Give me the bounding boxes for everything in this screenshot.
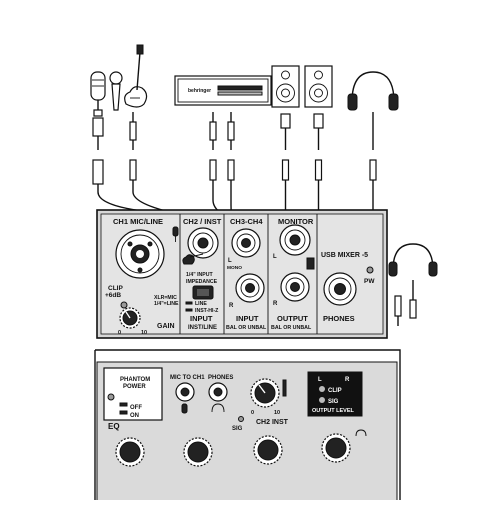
meter-clip-led — [319, 386, 325, 392]
rack-brand: behringer — [188, 88, 211, 94]
monitor-left-label: L — [273, 254, 277, 260]
eq-label: EQ — [108, 422, 120, 431]
cable-headphones-right — [394, 280, 417, 326]
guitar-small-icon — [182, 253, 204, 265]
impedance-label-1: 1/4" INPUT — [186, 272, 214, 278]
impedance-switch[interactable] — [192, 285, 214, 300]
output-level-meter — [307, 371, 363, 417]
speaker-symbol-icon — [306, 257, 315, 270]
output-level-knob[interactable] — [321, 433, 351, 463]
on-label: ON — [130, 413, 139, 419]
phantom-label-1: PHANTOM — [120, 377, 150, 383]
mic-to-ch1-jack[interactable] — [175, 382, 195, 402]
mic-small-icon — [181, 403, 188, 414]
inst-hiz-label: INST-HI-Z — [195, 308, 219, 314]
gain-knob[interactable] — [119, 307, 141, 329]
phantom-power-block — [103, 367, 163, 421]
ch2-title: CH2 / INST — [183, 217, 222, 226]
ch2-knob-marker-icon — [282, 379, 287, 397]
phantom-label-2: POWER — [123, 384, 146, 390]
off-label: OFF — [130, 405, 142, 411]
on-marker-icon — [119, 410, 128, 415]
monitor-out-right-jack[interactable] — [280, 272, 310, 302]
inst-marker-icon — [185, 308, 193, 312]
power-led — [366, 266, 374, 274]
cable-xlr-mic — [92, 117, 151, 225]
meter-clip-label: CLIP — [328, 388, 342, 394]
monitor-speaker-left-icon — [271, 65, 300, 108]
output-headphones-icon — [355, 429, 367, 437]
ch2-inst-knob[interactable] — [250, 378, 280, 408]
line-label: LINE — [195, 301, 207, 307]
ch4-jack-input[interactable] — [235, 273, 265, 303]
rack-keyboard-icon: behringer — [174, 75, 272, 106]
plus6db-label: +6dB — [105, 292, 121, 299]
ch2-jack-input[interactable] — [187, 227, 219, 259]
phones-label: PHONES — [323, 314, 355, 323]
headphones-small-icon — [211, 403, 225, 413]
phantom-led — [107, 393, 115, 401]
combo-xlr-jack-input[interactable] — [115, 229, 165, 279]
gain-knob-max: 10 — [141, 330, 147, 336]
gain-knob-min: 0 — [118, 330, 121, 336]
input2-title: INPUT — [236, 314, 259, 323]
meter-sig-led — [319, 397, 325, 403]
output-level-label: OUTPUT LEVEL — [312, 408, 355, 414]
ch2-inst-label: CH2 INST — [256, 419, 289, 426]
guitar-icon — [124, 44, 148, 108]
dynamic-mic-icon — [109, 71, 123, 111]
condenser-mic-icon — [90, 71, 106, 117]
device-name: USB MIXER -5 — [321, 252, 368, 259]
lower-phones-jack[interactable] — [208, 382, 228, 402]
output-title: OUTPUT — [277, 314, 308, 323]
ch1-title: CH1 MIC/LINE — [113, 217, 163, 226]
phones-jack-output[interactable] — [323, 272, 357, 306]
mic-symbol-icon — [172, 226, 179, 242]
sig-led — [238, 416, 244, 422]
ch2-knob-max: 10 — [274, 410, 280, 416]
input-sub: INST/LINE — [188, 325, 217, 331]
mic-to-ch1-label: MIC TO CH1 — [170, 375, 205, 381]
ch34-left-label: L — [228, 258, 232, 264]
ch3-jack-input[interactable] — [231, 228, 261, 258]
cable-monitor-left — [280, 113, 291, 220]
ch2-knob-min: 0 — [251, 410, 254, 416]
lower-phones-label: PHONES — [208, 375, 233, 381]
output-sub: BAL OR UNBAL — [271, 325, 312, 331]
meter-left-label: L — [318, 377, 322, 383]
monitor-right-label: R — [273, 301, 278, 307]
headphones-icon — [347, 71, 399, 111]
headphones-right-icon — [388, 243, 438, 277]
clip-label: CLIP — [108, 285, 123, 292]
meter-sig-label: SIG — [328, 399, 339, 405]
input2-sub: BAL OR UNBAL — [226, 325, 267, 331]
lower-knob-3[interactable] — [253, 435, 283, 465]
quarter-line-label: 1/4"=LINE — [154, 301, 179, 307]
gain-label: GAIN — [157, 323, 175, 330]
ch34-right-label: R — [229, 303, 234, 309]
monitor-title: MONITOR — [278, 217, 314, 226]
xlr-mic-label: XLR=MIC — [154, 295, 177, 301]
meter-right-label: R — [345, 377, 350, 383]
pw-label: PW — [364, 278, 375, 285]
impedance-label-2: IMPEDANCE — [186, 279, 218, 285]
ch34-mono-label: MONO — [227, 265, 242, 271]
ch34-title: CH3-CH4 — [230, 217, 263, 226]
off-marker-icon — [119, 402, 128, 407]
lower-knob-2[interactable] — [183, 437, 213, 467]
monitor-out-left-jack[interactable] — [279, 224, 311, 256]
input-title: INPUT — [190, 314, 213, 323]
clip-led — [120, 301, 128, 309]
monitor-speaker-right-icon — [304, 65, 333, 108]
eq-knob[interactable] — [115, 437, 145, 467]
line-marker-icon — [185, 301, 193, 305]
sig-label: SIG — [232, 426, 243, 432]
